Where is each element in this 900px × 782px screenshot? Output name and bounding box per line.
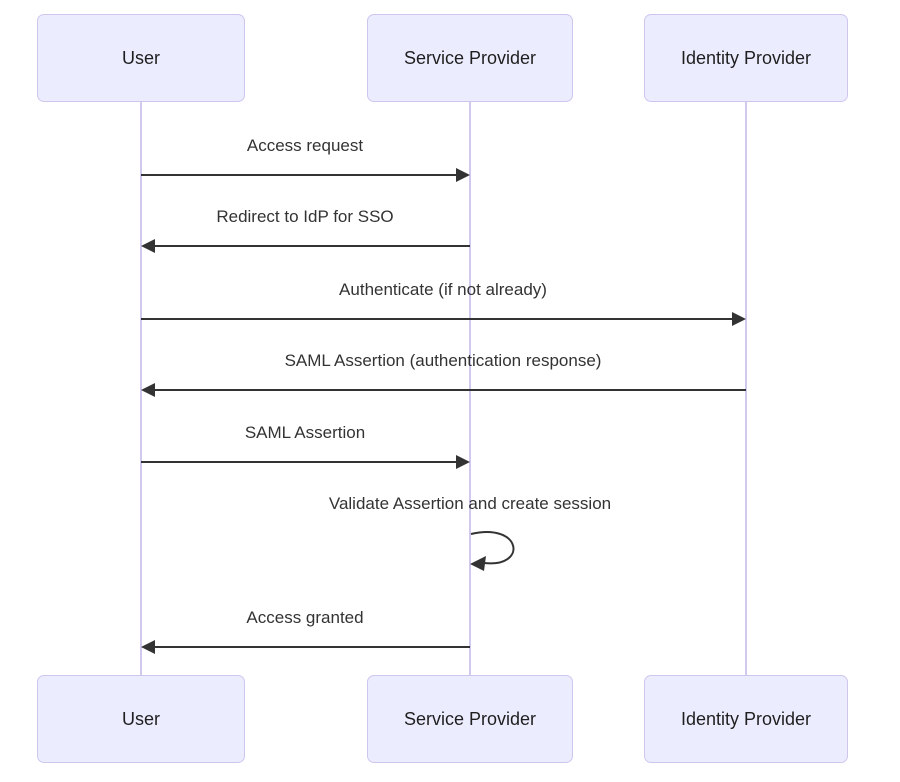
arrowhead-left-icon [141, 239, 155, 253]
message-label: Validate Assertion and create session [328, 494, 612, 513]
message-line [155, 646, 470, 648]
actor-label-identity-provider: Identity Provider [680, 47, 812, 68]
actor-box-service-provider-bottom: Service Provider [367, 675, 573, 763]
actor-box-identity-provider-top: Identity Provider [644, 14, 848, 102]
actor-label-identity-provider: Identity Provider [680, 708, 812, 729]
message-label: Authenticate (if not already) [339, 280, 547, 299]
actor-label-service-provider: Service Provider [403, 47, 537, 68]
message-label: Access granted [246, 608, 364, 627]
message-line [141, 318, 732, 320]
message-label: Redirect to IdP for SSO [216, 207, 394, 226]
message-line [155, 245, 470, 247]
arrowhead-right-icon [456, 168, 470, 182]
actor-box-user-top: User [37, 14, 245, 102]
self-loop-arrow-icon [470, 531, 515, 571]
arrowhead-left-icon [141, 383, 155, 397]
actor-box-user-bottom: User [37, 675, 245, 763]
actor-label-user: User [121, 708, 160, 729]
message-line [141, 461, 457, 463]
actor-box-service-provider-top: Service Provider [367, 14, 573, 102]
message-label: SAML Assertion [244, 423, 366, 442]
actor-label-user: User [121, 47, 160, 68]
lifeline-identity-provider [745, 102, 747, 675]
arrowhead-right-icon [732, 312, 746, 326]
arrowhead-left-icon [141, 640, 155, 654]
lifeline-service-provider [469, 102, 471, 675]
message-label: Access request [246, 136, 364, 155]
actor-box-identity-provider-bottom: Identity Provider [644, 675, 848, 763]
message-line [141, 174, 457, 176]
message-line [155, 389, 746, 391]
actor-label-service-provider: Service Provider [403, 708, 537, 729]
message-label: SAML Assertion (authentication response) [284, 351, 602, 370]
arrowhead-right-icon [456, 455, 470, 469]
